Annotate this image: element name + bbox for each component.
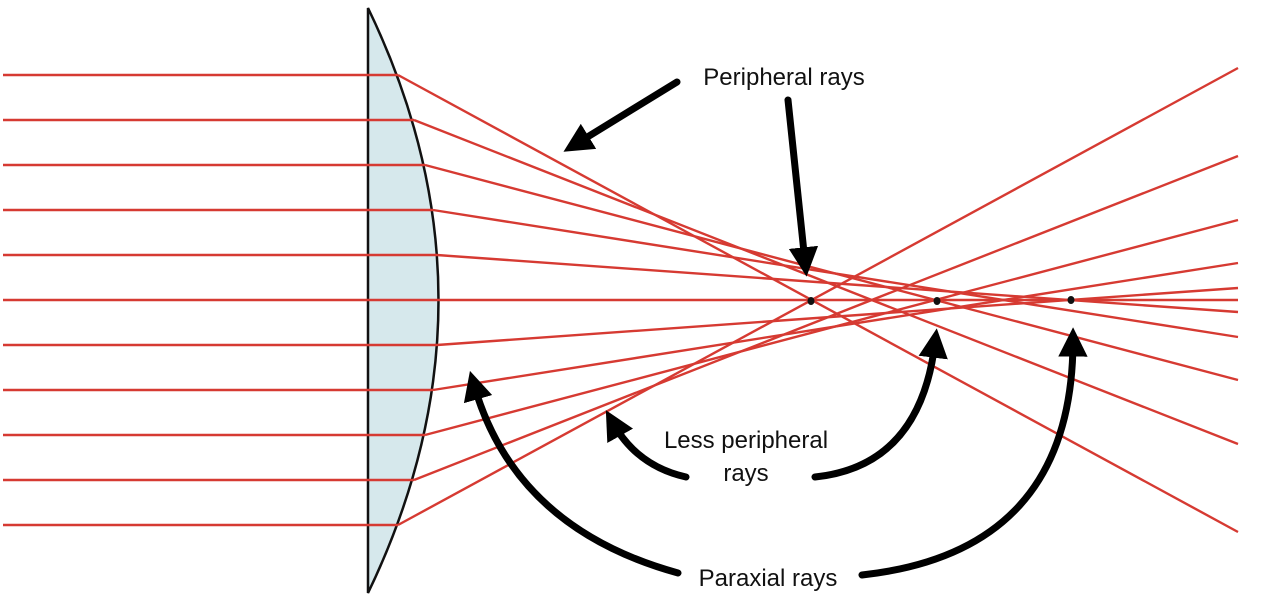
annotation-arrows (463, 78, 1088, 579)
paraxial-rays-label: Paraxial rays (699, 565, 838, 592)
less-peripheral-rays-label-line1: Less peripheral (664, 427, 828, 454)
incoming-rays (3, 73, 439, 527)
less-peripheral-arrow-to-focus (811, 328, 948, 481)
paraxial-arrow-to-ray (463, 370, 682, 577)
focal-points (807, 296, 1075, 305)
mid-ray-bottom (424, 218, 1239, 437)
paraxial-focal-point (1067, 296, 1075, 304)
peripheral-rays-label: Peripheral rays (703, 64, 864, 91)
near-axis-ray-top (432, 208, 1239, 339)
less-peripheral-ray-bottom (413, 154, 1239, 482)
less-peripheral-rays-label-line2: rays (723, 460, 768, 487)
peripheral-focal-point (807, 297, 815, 305)
less-peripheral-arrow-to-ray (605, 410, 690, 481)
peripheral-ray-top (397, 73, 1239, 534)
peripheral-ray-bottom (397, 66, 1239, 527)
peripheral-arrow-to-ray (563, 78, 681, 152)
paraxial-ray-bottom (436, 286, 1239, 347)
less-peripheral-focal-point (933, 297, 941, 305)
paraxial-arrow-to-focus (858, 327, 1088, 579)
peripheral-arrow-to-focus (784, 96, 819, 277)
paraxial-ray-top (436, 253, 1239, 314)
refracted-rays (397, 66, 1239, 534)
